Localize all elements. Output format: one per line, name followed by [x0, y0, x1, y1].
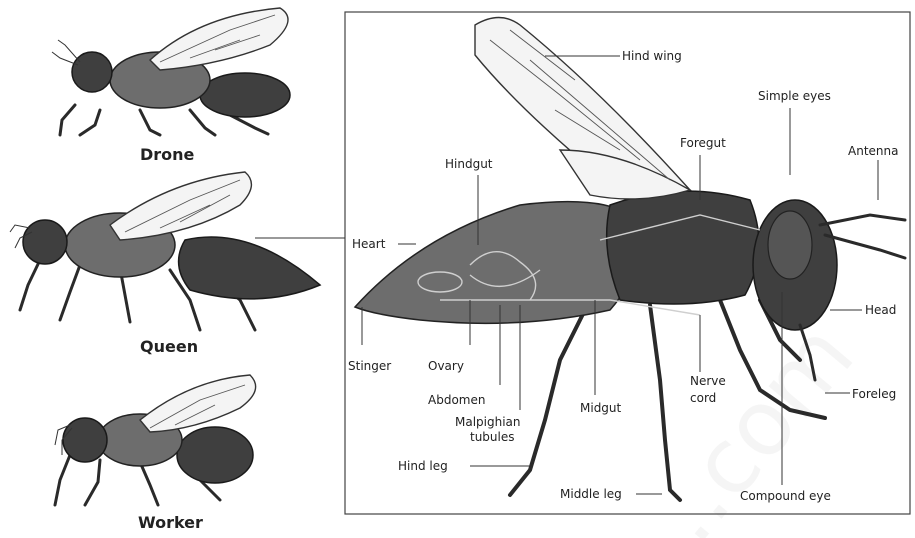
queen-illustration — [10, 172, 320, 330]
drone-label: Drone — [140, 145, 195, 164]
label-abdomen: Abdomen — [428, 393, 485, 407]
drone-illustration — [52, 8, 290, 135]
queen-label: Queen — [140, 337, 198, 356]
worker-label: Worker — [138, 513, 203, 532]
label-hind-wing: Hind wing — [622, 49, 682, 63]
label-hindgut: Hindgut — [445, 157, 493, 171]
label-antenna: Antenna — [848, 144, 898, 158]
label-foreleg: Foreleg — [852, 387, 896, 401]
label-midgut: Midgut — [580, 401, 622, 415]
label-compound-eye: Compound eye — [740, 489, 831, 503]
label-cord: cord — [690, 391, 716, 405]
label-middle-leg: Middle leg — [560, 487, 622, 501]
label-heart: Heart — [352, 237, 386, 251]
label-ovary: Ovary — [428, 359, 464, 373]
label-stinger: Stinger — [348, 359, 391, 373]
label-hind-leg: Hind leg — [398, 459, 448, 473]
label-malpighian: Malpighian — [455, 415, 521, 429]
label-tubules: tubules — [470, 430, 515, 444]
worker-illustration — [55, 375, 256, 505]
label-head: Head — [865, 303, 896, 317]
label-simple-eyes: Simple eyes — [758, 89, 831, 103]
label-nerve: Nerve — [690, 374, 726, 388]
label-foregut: Foregut — [680, 136, 726, 150]
